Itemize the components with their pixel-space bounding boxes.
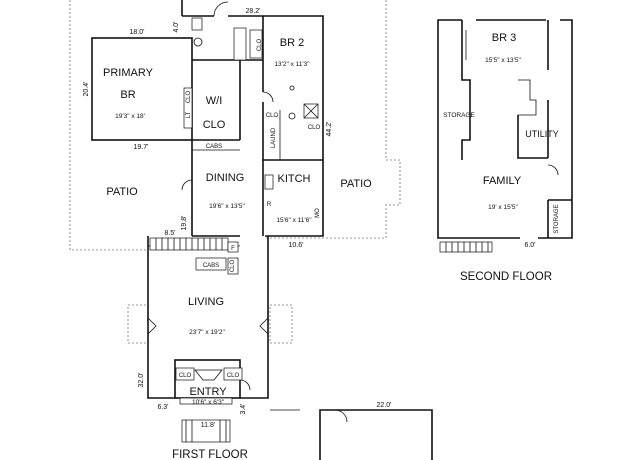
wi-closet-label: CLO [186,91,192,104]
second-floor-walls [437,19,573,253]
wi-clo-label-1: W/I [206,95,223,107]
f-label: F [231,246,235,252]
br2-dims: 13'2" x 11'3" [274,61,310,68]
measure-22-0: 22.0' [377,402,392,409]
br3-dims: 15'5" x 13'5" [485,57,521,64]
dining-label: DINING [206,172,245,184]
br2-closet-label: CLO [257,39,263,52]
living-label: LIVING [188,296,224,308]
patio-right-label: PATIO [340,178,372,190]
kitchen-label: KITCH [278,173,311,185]
measure-4-0: 4.0' [173,21,180,32]
measure-19-7: 19.7' [134,144,149,151]
utility-label: UTILITY [525,129,559,139]
fixtures [149,17,319,443]
measure-32-0: 32.0' [138,373,145,388]
dining-dims: 19'6" x 13'5" [209,203,245,210]
primary-br-dims: 19'3" x 18' [115,113,145,120]
stairs-first [149,237,229,251]
entry-dims: 10'6" x 6'3" [192,399,225,406]
living-closet-label: CLO [230,260,236,273]
lt-label: LT [186,111,192,118]
first-floor-title: FIRST FLOOR [172,449,248,460]
stairs-second [439,241,493,253]
door-swings [147,1,348,423]
storage-left-label: STORAGE [443,112,475,119]
primary-br-label-1: PRIMARY [103,67,154,79]
living-cabs-label: CABS [203,263,219,269]
kitchen-dims: 15'6" x 11'6" [276,217,312,224]
family-label: FAMILY [483,175,522,187]
measure-6-0: 6.0' [524,242,535,249]
entry-label: ENTRY [189,386,227,398]
measure-20-4: 20.4' [83,82,90,97]
measure-6-3: 6.3' [157,404,168,411]
first-floor-labels: PRIMARY BR 19'3" x 18' BR 2 13'2" x 11'3… [83,8,391,460]
microwave-label: MO [315,208,321,218]
entry-closet-right-label: CLO [227,373,240,379]
patio-left-label: PATIO [106,186,138,198]
entry-closet-left-label: CLO [179,373,192,379]
dining-cabs-label: CABS [206,144,222,150]
primary-br-label-2: BR [120,89,135,101]
measure-3-4: 3.4' [240,403,247,414]
patio-outline [69,0,401,344]
wi-clo-label-2: CLO [203,119,226,131]
measure-10-6: 10.6' [289,242,304,249]
kitchen-closet-label-1: CLO [266,113,279,119]
second-floor-labels: BR 3 15'5" x 13'5" STORAGE UTILITY FAMIL… [443,32,560,283]
measure-8-5: 8.5' [164,230,175,237]
laundry-label: LAUND [271,127,277,148]
kitchen-closet-label-2: CLO [308,125,321,131]
measure-28-2: 28.2' [246,8,261,15]
first-floor-walls [91,0,433,460]
measure-11-8: 11.8' [201,422,215,429]
measure-44-2: 44.2' [326,122,333,137]
br2-label: BR 2 [280,37,304,49]
refrigerator-label: R [267,202,272,208]
living-dims: 23'7" x 19'2" [189,329,225,336]
second-floor-title: SECOND FLOOR [460,271,552,283]
measure-18-0: 18.0' [130,29,145,36]
br3-label: BR 3 [492,32,516,44]
family-dims: 19' x 15'5" [488,204,518,211]
storage-right-label: STORAGE [554,204,560,233]
measure-19-8: 19.8' [181,216,188,231]
